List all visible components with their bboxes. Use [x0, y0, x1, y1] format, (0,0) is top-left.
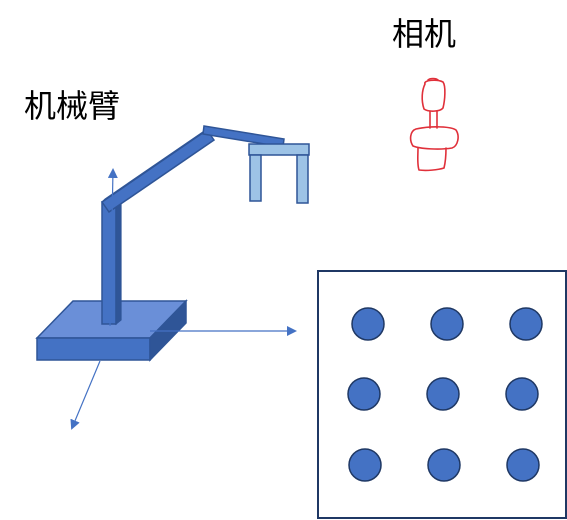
arm-base-front	[36, 337, 151, 361]
coordinate-axes	[70, 168, 297, 430]
calibration-dot	[509, 307, 543, 341]
arm-upper-segment	[100, 128, 216, 214]
robot-arm-icon	[35, 125, 310, 362]
axis-y	[70, 360, 101, 430]
calibration-board	[317, 270, 567, 519]
dot-grid	[347, 307, 543, 482]
calibration-dot	[430, 307, 464, 341]
calibration-dot	[426, 377, 460, 411]
calibration-dot	[351, 307, 385, 341]
arm-column-side	[115, 195, 122, 326]
calibration-dot	[348, 448, 382, 482]
arm-column-front	[101, 201, 117, 325]
camera-icon	[409, 77, 459, 172]
gripper-finger-left	[249, 154, 262, 202]
gripper-bar	[248, 143, 310, 156]
robot-arm-label: 机械臂	[24, 87, 121, 125]
camera-label: 相机	[392, 15, 457, 53]
axis-z	[107, 168, 118, 327]
arm-upper-edge	[101, 126, 211, 203]
gripper-finger-right	[296, 154, 309, 204]
calibration-dot	[505, 377, 539, 411]
calibration-dot	[506, 448, 540, 482]
calibration-dot	[427, 448, 461, 482]
calibration-dot	[347, 377, 381, 411]
